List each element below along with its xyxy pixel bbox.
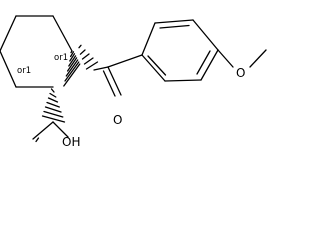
chemical-structure: OH O O or1 or1 <box>0 15 267 149</box>
stereo-label-left: or1 <box>17 66 31 76</box>
ether-oxygen-label: O <box>236 66 245 80</box>
ketone-group: O <box>93 66 122 127</box>
hashed-ring-bond <box>63 50 81 87</box>
stereo-label-top: or1 <box>54 53 68 63</box>
carbonyl-oxygen-label: O <box>113 113 122 127</box>
carboxylic-acid-group: OH <box>32 121 80 149</box>
hashed-ketone-bond <box>78 44 99 70</box>
hashed-acid-bond <box>41 88 66 123</box>
methoxy-group: O <box>217 49 267 80</box>
acid-oh-label: OH <box>62 135 80 149</box>
benzene-ring <box>107 19 219 82</box>
cyclohexane-ring <box>0 15 73 88</box>
